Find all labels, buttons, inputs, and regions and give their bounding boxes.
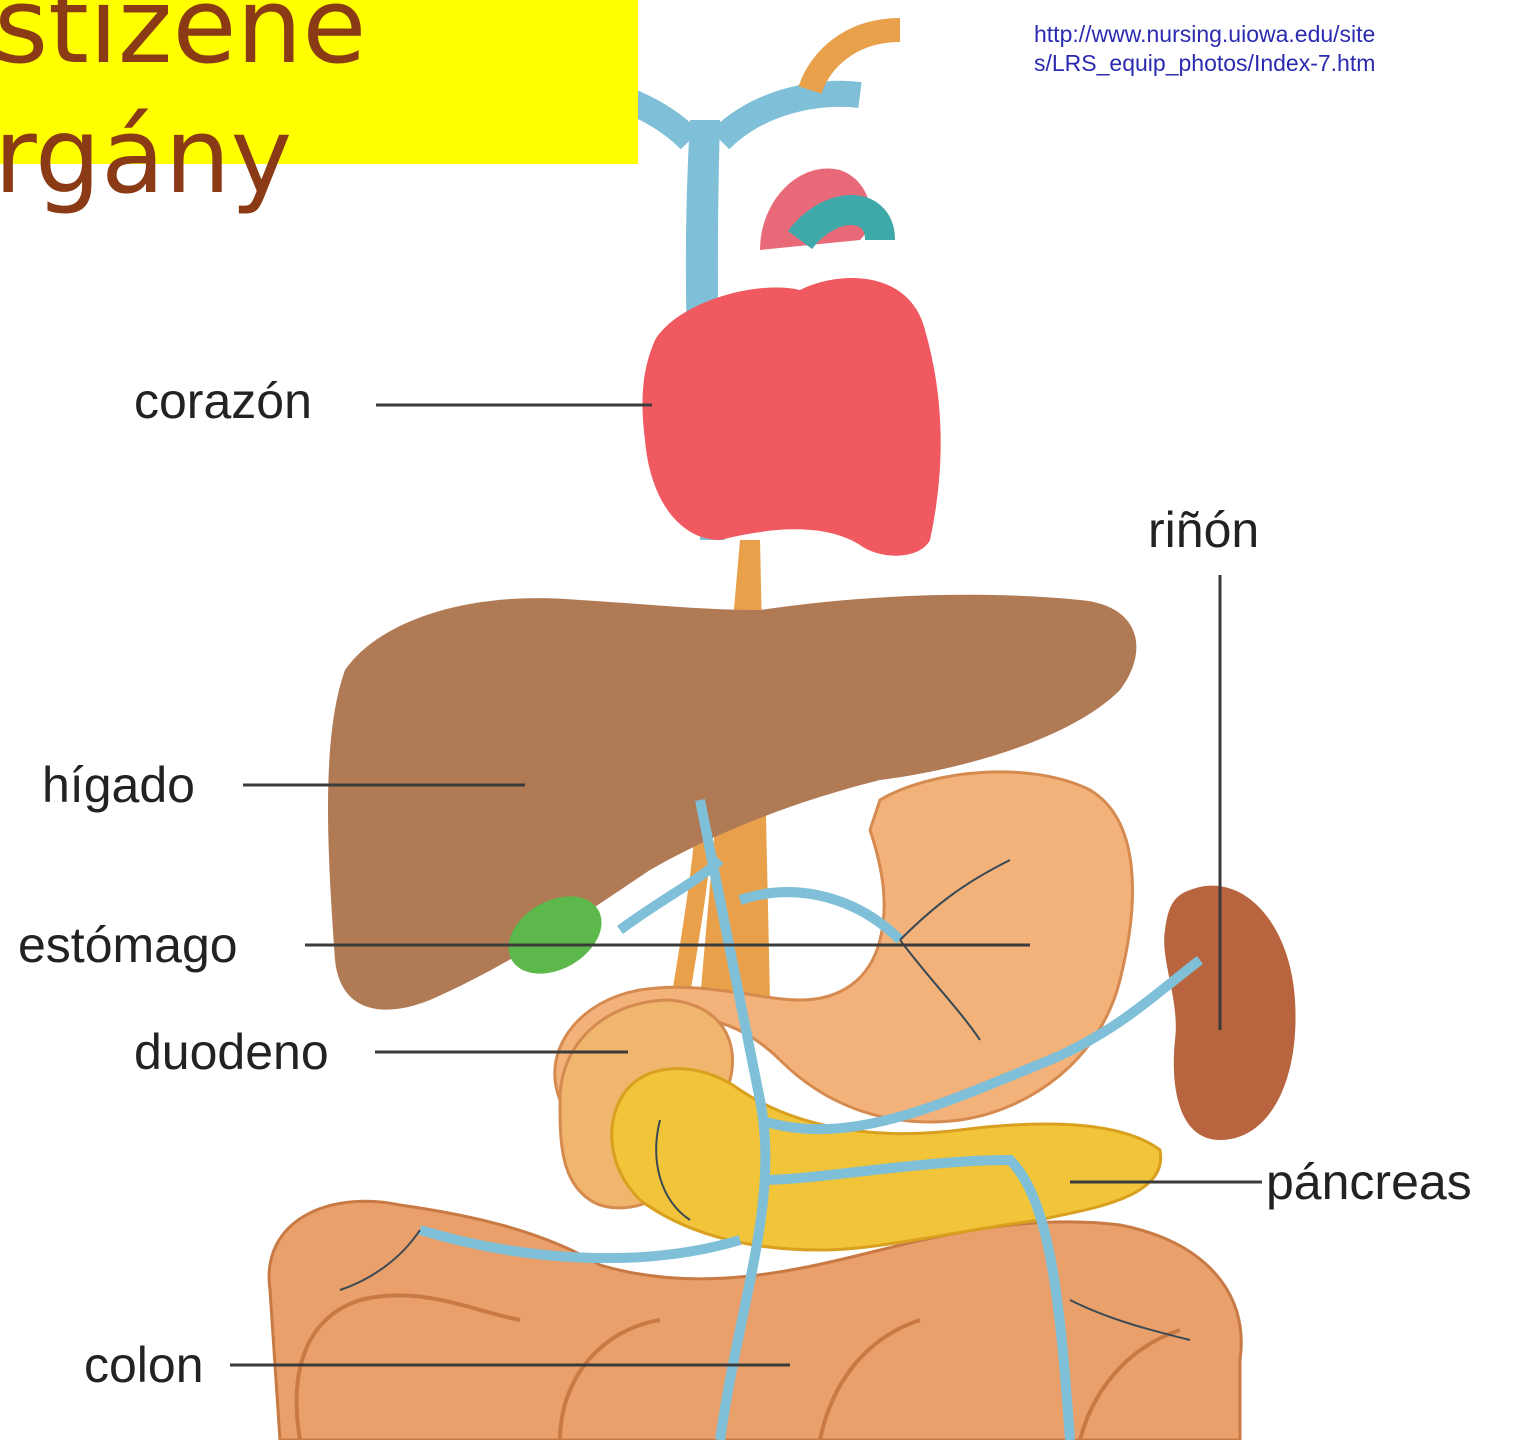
title-line-1: stizene (0, 0, 366, 78)
label-colon: colon (84, 1340, 204, 1390)
label-corazon: corazón (134, 376, 312, 426)
label-pancreas: páncreas (1266, 1157, 1472, 1207)
title-banner: stizene rgány (0, 0, 638, 164)
label-rinon: riñón (1148, 505, 1259, 555)
label-estomago: estómago (18, 920, 238, 970)
kidney-organ (1164, 886, 1295, 1140)
title-line-2: rgány (0, 104, 292, 208)
source-url-line-1: http://www.nursing.uiowa.edu/site (1034, 20, 1375, 49)
source-url: http://www.nursing.uiowa.edu/site s/LRS_… (1034, 20, 1375, 78)
label-higado: hígado (42, 760, 195, 810)
source-url-line-2: s/LRS_equip_photos/Index-7.htm (1034, 49, 1375, 78)
label-duodeno: duodeno (134, 1027, 329, 1077)
